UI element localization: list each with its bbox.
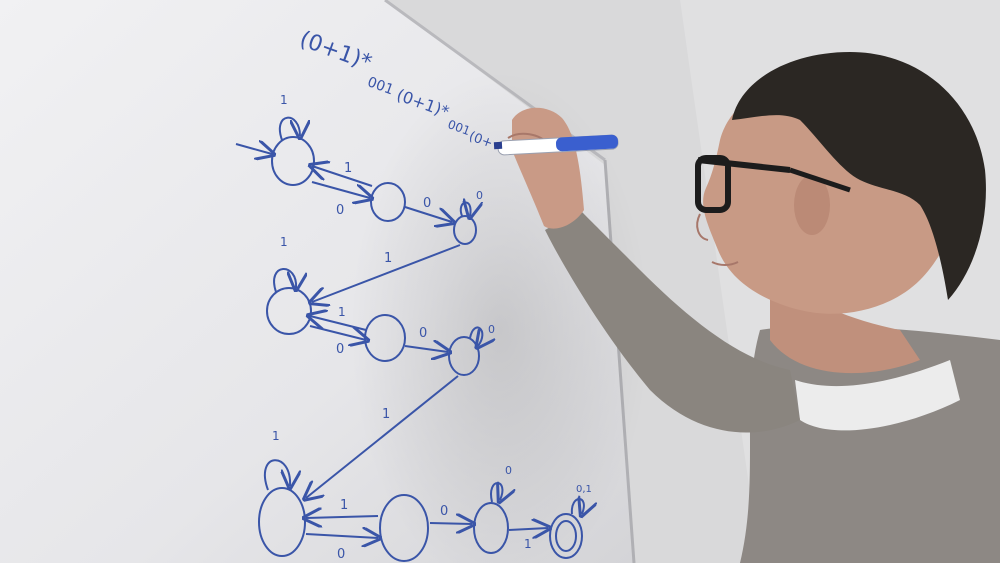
label-r2-fwd: 0 [336,342,344,357]
edge-r1-down [312,244,461,302]
labels-row-2: 1 1 0 0 0 1 [280,235,495,422]
labels-row-3: 1 1 0 0 0 1 0,1 [272,429,592,562]
edge-r3-next [429,523,472,524]
edge-r1-next [404,206,452,222]
edge-r2-next [404,346,448,352]
automaton-row-2 [266,268,482,498]
label-r1-fwd: 0 [336,203,344,218]
label-r1-back: 1 [344,161,352,176]
neck [770,270,920,374]
edge-r1-back [312,166,373,187]
ear [794,175,830,235]
label-r3-loop-c: 0 [505,464,512,477]
loop-r1-a [279,116,300,141]
label-r3-loop-a: 1 [272,429,280,443]
person [493,52,1000,563]
glasses-lens [695,155,731,213]
edge-r1-fwd [311,181,370,198]
edge-r3-final [508,528,548,530]
t-shirt-collar [795,360,960,431]
edge-r3-fwd [305,534,378,538]
label-r2-back: 1 [338,305,346,319]
label-r1-next: 0 [423,196,431,211]
label-r3-fwd: 0 [337,547,345,562]
label-r1-down: 1 [384,251,392,266]
label-r3-next: 0 [440,504,448,519]
state-r3-final-inner [555,520,577,552]
marker-pen [493,134,619,156]
label-r2-loop-c: 0 [488,323,495,336]
edge-r2-down [306,375,459,498]
label-r1-loop-c: 0 [476,189,483,202]
loop-r3-c [490,483,502,502]
label-r3-back: 1 [340,498,348,513]
sweater-arm [545,210,800,433]
automaton-row-1 [235,116,476,302]
loop-r2-c [469,326,482,346]
loop-r1-c [459,202,471,216]
edge-r2-fwd [309,325,366,340]
hair [732,52,986,300]
start-arrow [235,144,272,154]
state-r3-final-outer [549,513,583,559]
loop-r2-a [273,268,296,292]
label-r3-final: 1 [524,537,532,551]
glasses [695,155,851,213]
label-r3-loop-f: 0,1 [576,484,592,495]
label-r1-loop-a: 1 [280,93,288,107]
labels-row-1: 1 1 0 0 0 1 [280,93,483,266]
label-r2-down: 1 [382,407,390,422]
label-r2-loop-a: 1 [280,235,288,249]
label-r2-next: 0 [419,326,427,341]
loop-r3-final [570,499,584,514]
edge-r3-back [306,516,379,518]
loop-r3-a [263,459,290,490]
automaton-row-3 [258,459,584,562]
